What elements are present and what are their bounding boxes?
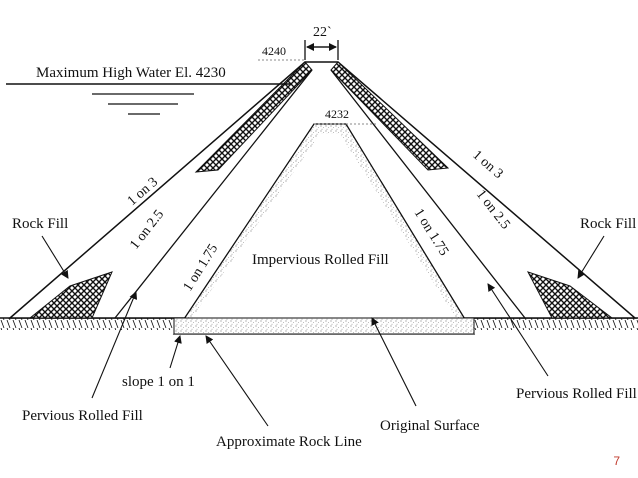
downstream-rock-fill-upper bbox=[330, 61, 450, 171]
upstream-inner-boundary bbox=[114, 69, 313, 319]
pervious-left-label: Pervious Rolled Fill bbox=[22, 408, 143, 424]
crest-elevation-label: 4240 bbox=[262, 44, 286, 58]
pervious-right-label: Pervious Rolled Fill bbox=[516, 386, 637, 402]
page-number: 7 bbox=[613, 454, 620, 468]
rock-fill-left-label: Rock Fill bbox=[12, 216, 68, 232]
core-cutoff-trench bbox=[173, 317, 475, 335]
downstream-inner-boundary bbox=[330, 69, 526, 319]
rock-line-label: Approximate Rock Line bbox=[216, 434, 362, 450]
original-surface-label: Original Surface bbox=[380, 418, 480, 434]
core-inner-outline bbox=[192, 134, 456, 318]
water-level-label: Maximum High Water El. 4230 bbox=[36, 65, 226, 81]
upstream-rock-fill-toe bbox=[28, 271, 113, 319]
cutoff-slope-label: slope 1 on 1 bbox=[122, 374, 195, 390]
water-level-symbol bbox=[92, 93, 194, 115]
upstream-rock-fill-upper bbox=[194, 61, 313, 173]
core-label: Impervious Rolled Fill bbox=[252, 252, 389, 268]
crest-width-label: 22` bbox=[313, 25, 332, 40]
core-top-elevation-label: 4232 bbox=[325, 107, 349, 121]
rock-fill-right-label: Rock Fill bbox=[580, 216, 636, 232]
leader-arrows bbox=[41, 235, 605, 427]
downstream-rock-fill-toe bbox=[526, 271, 614, 319]
downstream-outer-slope-label: 1 on 3 bbox=[469, 148, 505, 182]
